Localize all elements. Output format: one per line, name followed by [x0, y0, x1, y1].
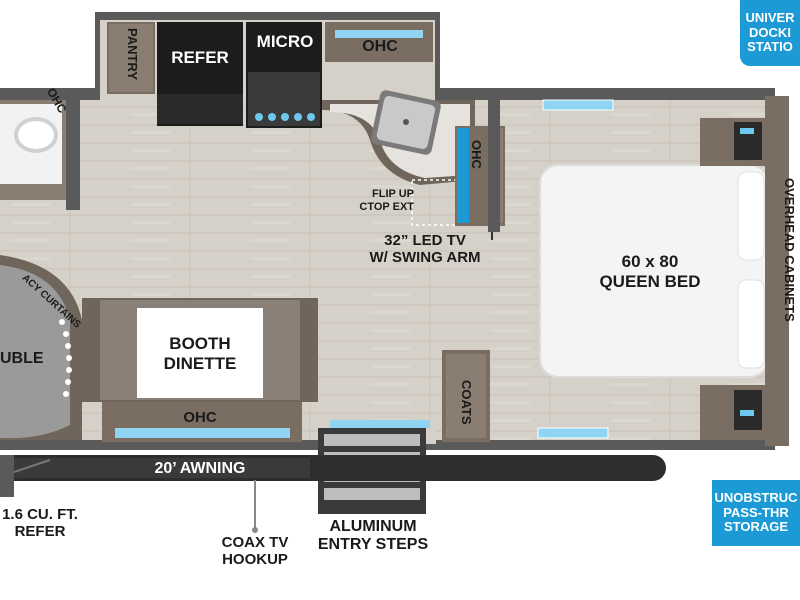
label-booth-dinette: BOOTH DINETTE	[163, 334, 237, 373]
refrigerator	[157, 22, 243, 126]
microwave-stove	[246, 22, 322, 128]
label-pantry: PANTRY	[124, 28, 140, 80]
window-bedroom-top	[542, 99, 614, 111]
label-double: UBLE	[0, 350, 44, 367]
label-refer: REFER	[171, 48, 229, 67]
label-ohc-dinette: OHC	[183, 409, 217, 426]
label-ohc-tv: OHC	[468, 140, 484, 169]
nightstand-top	[700, 118, 766, 166]
nightstand-bottom	[700, 385, 766, 440]
label-outside-refer: 1.6 CU. FT. REFER	[2, 506, 78, 541]
window-bedroom-bottom	[537, 427, 609, 439]
label-overhead-cabinets: OVERHEAD CABINETS	[781, 178, 797, 322]
awning	[0, 455, 666, 481]
label-ohc-top: OHC	[362, 38, 398, 55]
privacy-curtains	[59, 319, 72, 397]
kitchen-sink	[370, 90, 441, 155]
universal-docking-station-badge: UNIVER DOCKI STATIO	[740, 0, 800, 66]
coats-closet	[442, 350, 490, 442]
label-flip-up: FLIP UP CTOP EXT	[359, 188, 414, 213]
overhead-cabinet-top	[325, 22, 433, 62]
label-awning: 20’ AWNING	[154, 460, 246, 477]
pantry	[107, 22, 155, 94]
label-micro: MICRO	[256, 32, 314, 51]
outside-refer-marker	[0, 455, 51, 497]
coax-hookup-marker	[252, 480, 258, 533]
label-entry-steps: ALUMINUM ENTRY STEPS	[317, 518, 429, 554]
overhead-cabinets-right	[765, 96, 789, 446]
bathroom	[0, 100, 80, 210]
label-coax: COAX TV HOOKUP	[221, 534, 289, 569]
queen-bed	[539, 164, 769, 378]
booth-dinette	[82, 298, 318, 402]
bedroom-wall	[488, 92, 500, 232]
bunk-area	[0, 255, 82, 440]
pass-through-storage-badge: UNOBSTRUC PASS-THR STORAGE	[712, 480, 800, 546]
label-led-tv: 32” LED TV W/ SWING ARM	[369, 232, 481, 267]
label-coats: COATS	[458, 380, 474, 425]
dinette-ohc	[102, 402, 302, 442]
label-queen-bed: 60 x 80 QUEEN BED	[599, 252, 701, 291]
